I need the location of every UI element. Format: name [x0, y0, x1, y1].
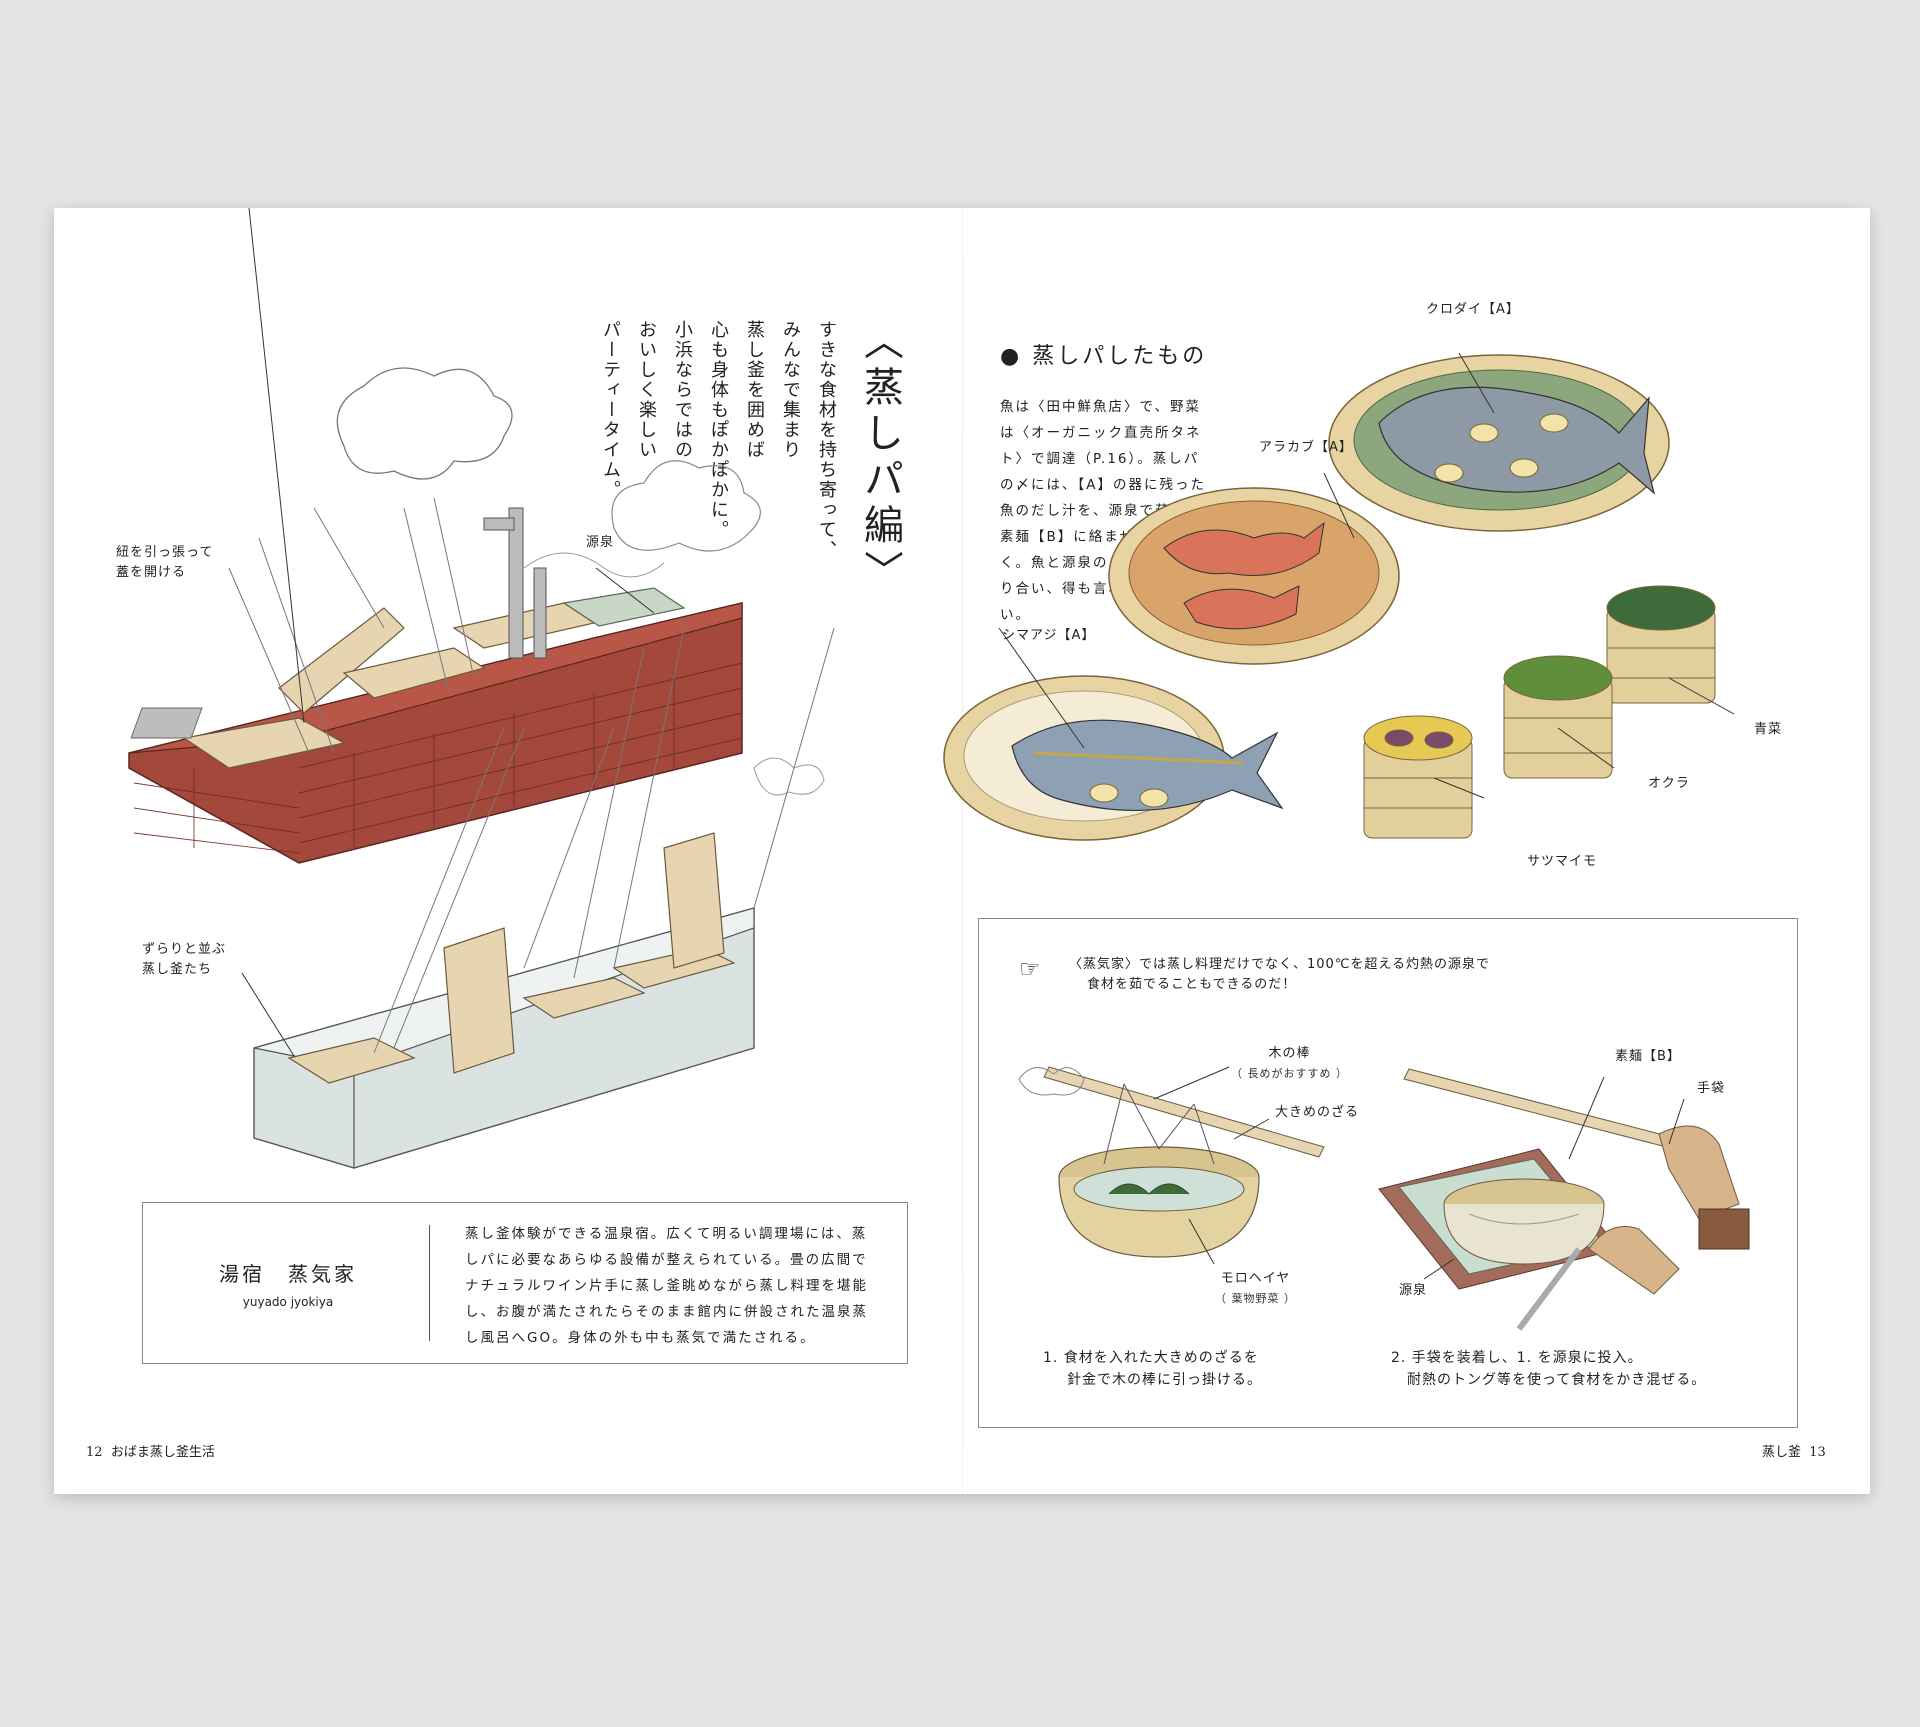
inn-info-box: 湯宿 蒸気家 yuyado jyokiya 蒸し釜体験ができる温泉宿。広くて明る…	[142, 1202, 908, 1364]
pointing-hand-icon: ☞	[1019, 955, 1041, 983]
folio-right: 蒸し釜 13	[1762, 1441, 1826, 1460]
intro-line: パーティータイム。	[600, 320, 621, 500]
food-illustration	[943, 352, 1735, 841]
label-zurari: ずらりと並ぶ 蒸し釜たち	[142, 942, 227, 977]
boiling-steps-illustration	[1018, 1066, 1750, 1331]
label-kurodai: クロダイ【A】	[1426, 302, 1520, 317]
intro-line: すきな食材を持ち寄って、	[816, 320, 837, 560]
magazine-spread: 〈蒸しパ編〉 すきな食材を持ち寄って、 みんなで集まり 蒸し釜を囲めば 心も身体…	[54, 207, 1870, 1494]
label-gensen-step2: 源泉	[1399, 1283, 1428, 1298]
section-title: 〈蒸しパ編〉	[857, 320, 903, 596]
intro-line: おいしく楽しい	[636, 320, 657, 460]
steamer-okura	[1503, 655, 1613, 779]
right-heading: ● 蒸しパしたもの	[1000, 344, 1208, 369]
label-satsumaimo: サツマイモ	[1527, 854, 1598, 869]
page-gutter	[962, 208, 963, 1494]
intro-line: 心も身体もぽかぽかに。	[708, 320, 729, 540]
folio-left: 12 おばま蒸し釜生活	[86, 1441, 215, 1460]
inn-name: 湯宿 蒸気家	[219, 1262, 357, 1286]
page-number: 13	[1809, 1445, 1826, 1460]
label-tebukuro: 手袋	[1697, 1081, 1726, 1096]
inn-description: 蒸し釜体験ができる温泉宿。広くて明るい調理場には、蒸しパに必要なあらゆる設備が整…	[465, 1226, 868, 1346]
label-moroheiya: モロヘイヤ （ 葉物野菜 ）	[1215, 1271, 1296, 1305]
steamer-aona	[1606, 585, 1716, 704]
intro-line: みんなで集まり	[780, 320, 801, 460]
label-kinobou: 木の棒 （ 長めがおすすめ ）	[1231, 1046, 1348, 1080]
step-1: 1. 食材を入れた大きめのざるを 針金で木の棒に引っ掛ける。	[1043, 1350, 1262, 1388]
label-gensen: 源泉	[586, 535, 615, 550]
label-somen: 素麺【B】	[1615, 1049, 1681, 1064]
label-himo: 紐を引っ張って 蓋を開ける	[116, 545, 214, 580]
label-arakabu: アラカブ【A】	[1259, 440, 1353, 455]
tip-box: ☞ 〈蒸気家〉では蒸し料理だけでなく、100℃を超える灼熱の源泉で 食材を茹でる…	[978, 918, 1798, 1428]
label-okura: オクラ	[1648, 776, 1690, 791]
divider	[429, 1225, 430, 1341]
intro-line: 小浜ならではの	[672, 320, 693, 460]
intro-text: すきな食材を持ち寄って、 みんなで集まり 蒸し釜を囲めば 心も身体もぽかぽかに。…	[600, 320, 839, 700]
page-number: 12	[86, 1445, 103, 1460]
steamer-satsumaimo	[1363, 715, 1473, 839]
step-2: 2. 手袋を装着し、1. を源泉に投入。 耐熱のトング等を使って食材をかき混ぜる…	[1391, 1350, 1707, 1388]
label-ookimezaru: 大きめのざる	[1275, 1105, 1360, 1120]
folio-title: おばま蒸し釜生活	[110, 1445, 215, 1460]
intro-line: 蒸し釜を囲めば	[744, 320, 765, 460]
inn-romaji: yuyado jyokiya	[242, 1295, 334, 1309]
label-shimaaji: シマアジ【A】	[1002, 628, 1096, 643]
steam-kettle-illustration	[128, 207, 835, 1169]
label-aona: 青菜	[1754, 722, 1783, 737]
folio-title: 蒸し釜	[1762, 1445, 1802, 1460]
tip-text: 〈蒸気家〉では蒸し料理だけでなく、100℃を超える灼熱の源泉で 食材を茹でること…	[1069, 957, 1491, 992]
